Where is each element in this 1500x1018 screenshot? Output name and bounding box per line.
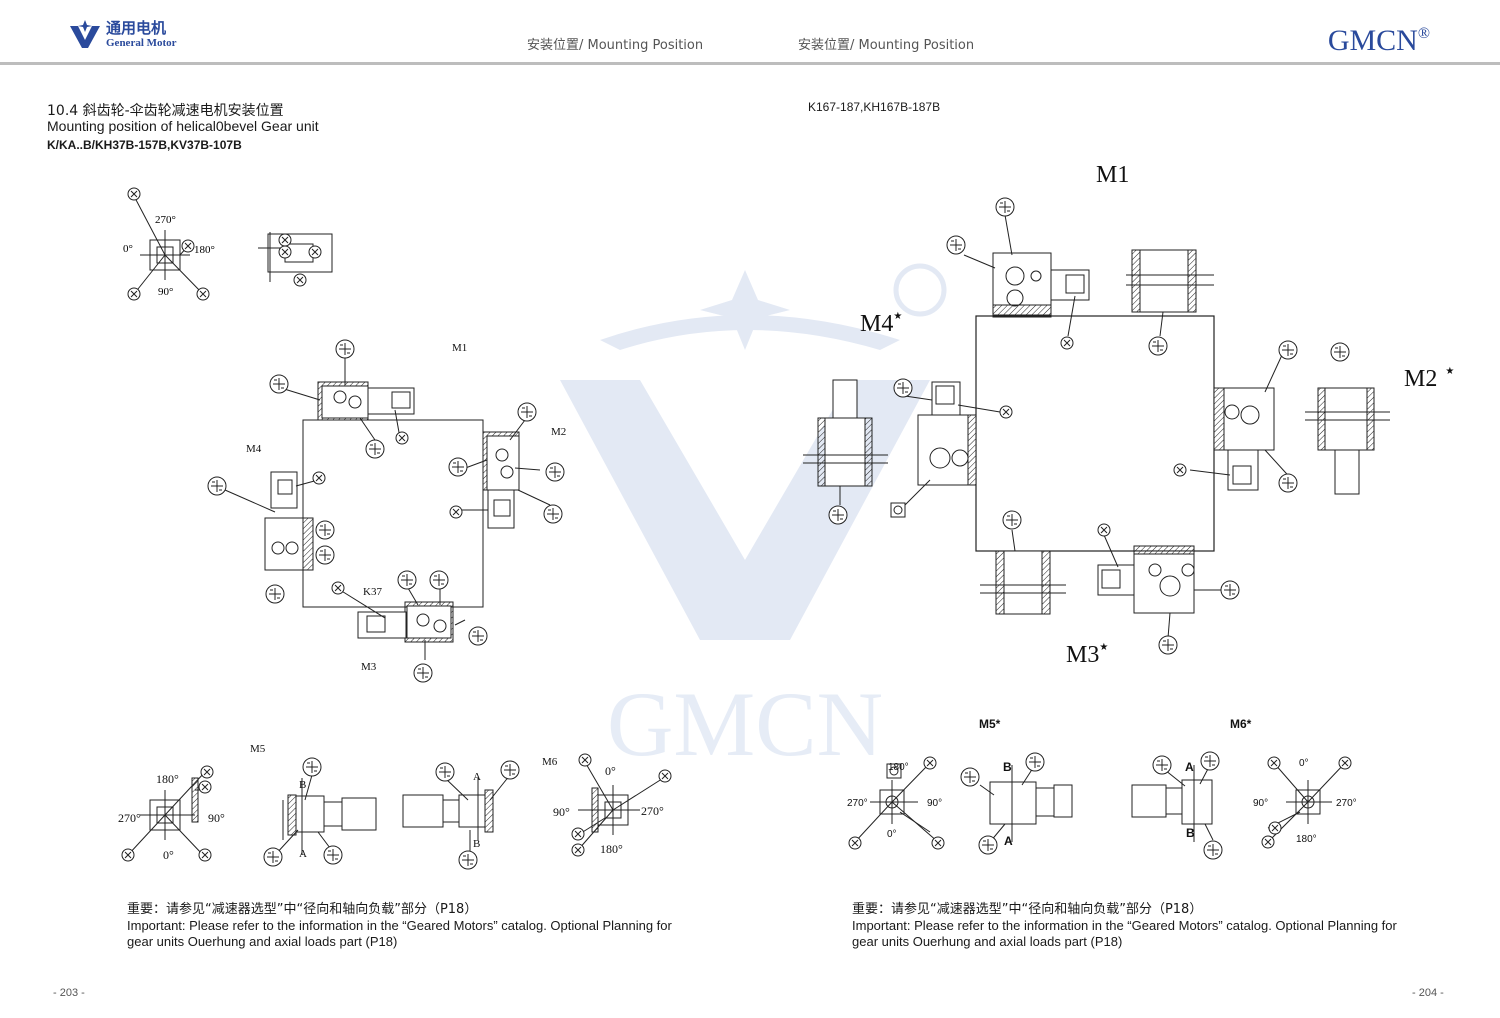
right-m6-angle [1261, 756, 1352, 849]
right-label-m1: M1 [1096, 162, 1130, 188]
right-m1-unit [946, 197, 1214, 356]
right-model-range: K167-187,KH167B-187B [808, 100, 941, 114]
right-m6-270: 270° [1336, 798, 1357, 809]
left-label-m4: M4 [246, 443, 262, 455]
left-m5-units [263, 757, 520, 870]
svg-text:0°: 0° [123, 243, 133, 255]
section-title-cn: 10.4 斜齿轮-伞齿轮减速电机安装位置 [47, 103, 284, 119]
right-letter-b1: B [1003, 760, 1012, 774]
logo-cn: 通用电机 [106, 19, 167, 37]
right-m5-0: 0° [887, 829, 897, 840]
left-m6-0: 0° [605, 764, 616, 778]
header-title-right: 安装位置/ Mounting Position [798, 38, 975, 53]
right-m5-270: 270° [847, 798, 868, 809]
left-letter-b1: B [299, 779, 307, 791]
left-m6-angle [571, 753, 672, 857]
right-m6-unit [1131, 751, 1223, 860]
left-letter-a1: A [299, 848, 307, 860]
left-label-k37: K37 [363, 586, 382, 598]
right-m6-90: 90° [1253, 798, 1269, 809]
right-m5-angle [848, 756, 945, 850]
right-m5-180: 180° [888, 762, 909, 773]
right-m5-unit [960, 752, 1073, 855]
left-label-m2: M2 [551, 426, 567, 438]
right-important-note: 重要：请参见“减速器选型”中“径向和轴向负载”部分（P18） Important… [852, 902, 1397, 949]
left-m4-unit [207, 471, 335, 571]
right-m2-unit [1173, 340, 1390, 495]
right-letter-b2: B [1186, 826, 1195, 840]
right-m6-180: 180° [1296, 834, 1317, 845]
left-m3-unit [265, 570, 488, 683]
right-letter-a2: A [1185, 760, 1194, 774]
logo-en: General Motor [106, 37, 177, 49]
left-model-range: K/KA..B/KH37B-157B,KV37B-107B [47, 138, 242, 152]
right-label-m6: M6* [1230, 717, 1252, 731]
angle-key-left [127, 187, 333, 301]
right-m6-0: 0° [1299, 758, 1309, 769]
left-page-number: - 203 - [53, 987, 85, 999]
right-label-m2: M2★ [1404, 366, 1455, 392]
right-m5-90: 90° [927, 798, 943, 809]
left-label-m6: M6 [542, 756, 558, 768]
right-m3-unit [980, 510, 1240, 655]
logo-icon [70, 20, 100, 48]
left-m5-0: 0° [163, 848, 174, 862]
brand-name: GMCN® [1327, 24, 1430, 57]
left-letter-a2: A [473, 771, 481, 783]
right-page-number: - 204 - [1412, 987, 1444, 999]
page-header: 通用电机 General Motor 安装位置/ Mounting Positi… [0, 0, 1500, 66]
right-letter-a1: A [1004, 834, 1013, 848]
left-label-m5: M5 [250, 743, 266, 755]
left-label-m1: M1 [452, 342, 468, 354]
header-divider [0, 62, 1500, 65]
left-m2-unit [448, 402, 565, 529]
left-m5-270: 270° [118, 811, 141, 825]
right-label-m4: M4★ [860, 311, 903, 337]
left-mounting-frame [302, 419, 484, 608]
svg-text:180°: 180° [194, 244, 215, 256]
left-m5-180: 180° [156, 772, 179, 786]
left-label-m3: M3 [361, 661, 377, 673]
section-title-en: Mounting position of helical0bevel Gear … [47, 118, 319, 134]
right-label-m3: M3★ [1066, 642, 1109, 668]
left-important-note: 重要：请参见“减速器选型”中“径向和轴向负载”部分（P18） Important… [127, 902, 672, 949]
left-m6-90: 90° [553, 805, 570, 819]
company-logo: 通用电机 General Motor [68, 18, 177, 52]
right-label-m5: M5* [979, 717, 1001, 731]
left-m5-angle [121, 765, 214, 862]
header-title-left: 安装位置/ Mounting Position [527, 38, 704, 53]
left-m6-270: 270° [641, 804, 664, 818]
left-m5-90: 90° [208, 811, 225, 825]
svg-text:270°: 270° [155, 214, 176, 226]
right-m4-unit [803, 378, 1013, 525]
left-letter-b2: B [473, 838, 481, 850]
svg-text:90°: 90° [158, 286, 173, 298]
left-m6-180: 180° [600, 842, 623, 856]
left-m1-unit [269, 339, 415, 459]
